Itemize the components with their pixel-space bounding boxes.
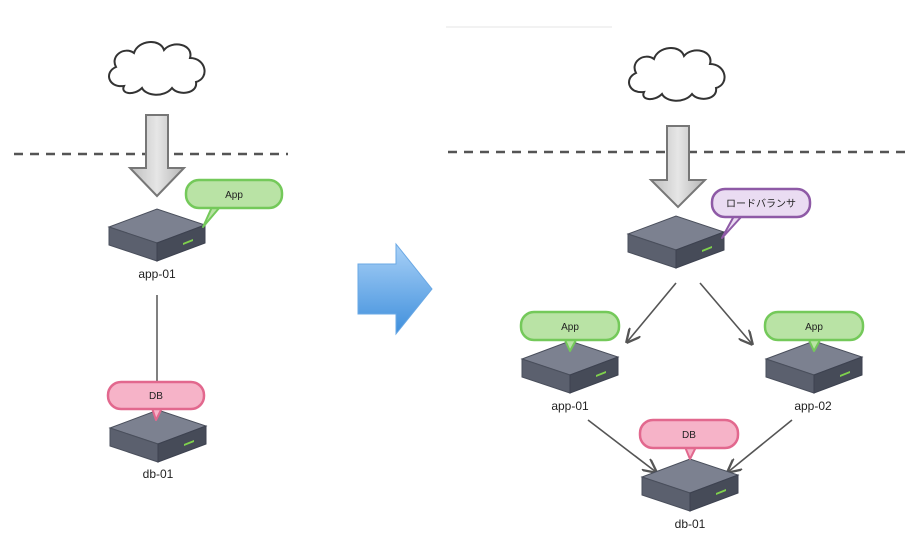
- app01-to-db-arrow: [587, 419, 656, 472]
- after-architecture: ロードバランサ app-01 App app-02 App db-01 DB: [446, 26, 910, 531]
- db-server-label: db-01: [675, 517, 706, 531]
- lb-to-app01-arrow: [627, 282, 677, 342]
- app02-tag-bubble: App: [763, 310, 865, 352]
- down-arrow-icon: [648, 125, 708, 209]
- app01-tag-text: App: [561, 322, 579, 333]
- server-icon: [641, 458, 739, 512]
- server-icon: [108, 208, 206, 262]
- db-tag-text: DB: [682, 430, 696, 441]
- cloud-icon: [628, 47, 726, 102]
- app02-tag-text: App: [805, 322, 823, 333]
- app01-server-label: app-01: [551, 399, 589, 413]
- before-architecture: app-01 App db-01 DB: [14, 41, 288, 481]
- down-arrow-icon: [127, 114, 187, 198]
- app-server-label: app-01: [138, 267, 176, 281]
- app01-tag-bubble: App: [519, 310, 621, 352]
- server-icon: [627, 215, 725, 269]
- db-tag-text: DB: [149, 391, 163, 402]
- lb-tag-text: ロードバランサ: [726, 198, 796, 210]
- db-server-label: db-01: [143, 467, 174, 481]
- db-tag-bubble: DB: [638, 418, 740, 460]
- app-tag-bubble: App: [184, 178, 284, 228]
- right-arrow-icon: [357, 242, 433, 336]
- app02-to-db-arrow: [728, 419, 793, 472]
- app02-server-label: app-02: [794, 399, 832, 413]
- app-tag-text: App: [225, 190, 243, 201]
- lb-to-app02-arrow: [699, 282, 752, 344]
- lb-tag-bubble: ロードバランサ: [710, 187, 812, 239]
- db-tag-bubble: DB: [106, 380, 206, 421]
- cloud-icon: [108, 41, 206, 96]
